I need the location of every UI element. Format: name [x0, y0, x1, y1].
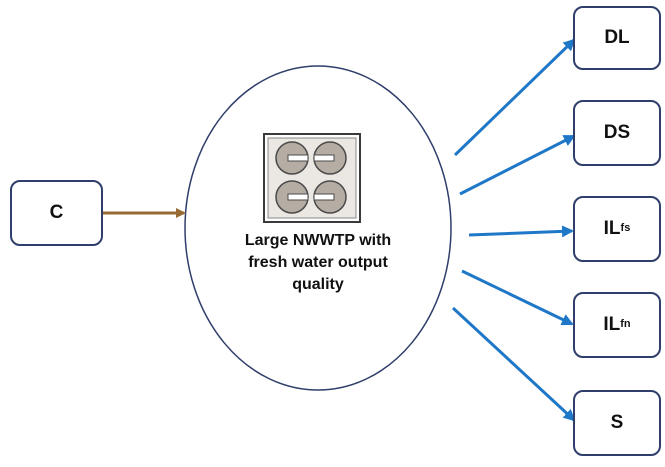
output-node-superscript: fn [620, 318, 631, 330]
output-arrow-ilfn [461, 269, 574, 326]
treatment-plant-icon [263, 133, 361, 223]
output-arrow-ilfs [468, 225, 574, 238]
input-node-label: C [49, 202, 64, 223]
output-node-label: DS [603, 122, 631, 143]
output-node-label: IL [603, 218, 621, 239]
process-label-line: Large NWWTP with [244, 232, 392, 249]
process-label: Large NWWTP with fresh water output qual… [218, 230, 418, 296]
process-label-line: fresh water output [248, 254, 388, 271]
output-node-label: S [610, 412, 624, 433]
input-node-c: C [10, 180, 103, 246]
process-ellipse [184, 65, 452, 391]
tank-icon [313, 180, 347, 214]
output-node-ds: DS [573, 100, 661, 166]
output-node-label: DL [604, 27, 630, 48]
output-node-s: S [573, 390, 661, 456]
output-arrow-dl [453, 38, 576, 157]
output-node-label: IL [603, 314, 621, 335]
output-arrow-s [451, 306, 576, 422]
tank-icon [275, 180, 309, 214]
process-label-line: quality [292, 276, 344, 293]
output-node-dl: DL [573, 6, 661, 70]
output-arrow-ds [459, 134, 576, 196]
tank-icon [275, 141, 309, 175]
output-node-superscript: fs [620, 222, 631, 234]
tank-icon [313, 141, 347, 175]
